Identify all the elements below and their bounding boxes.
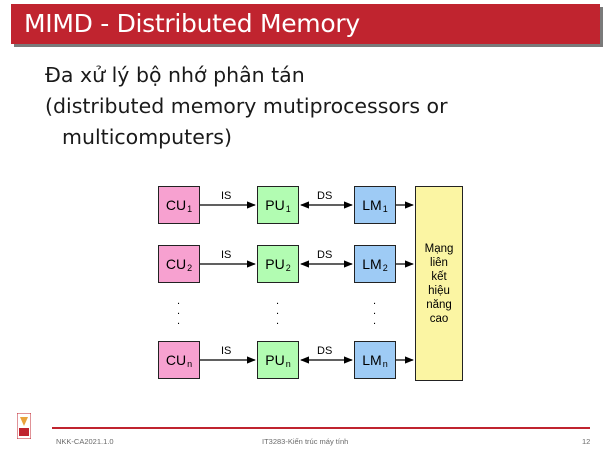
is-label-n: IS — [221, 345, 232, 357]
body-line-vietnamese: Đa xử lý bộ nhớ phân tán — [45, 63, 305, 87]
ds-label-2: DS — [317, 249, 333, 261]
is-label-2: IS — [221, 249, 232, 261]
footer-page-number: 12 — [582, 437, 591, 446]
interconnection-network-box: Mạng liên kết hiệu năng cao — [415, 186, 463, 381]
network-label: Mạng liên kết hiệu năng cao — [424, 242, 454, 325]
footer-course-name: IT3283-Kiến trúc máy tính — [262, 437, 349, 446]
body-line-english-cont: multicomputers) — [62, 125, 232, 149]
ellipsis-pu: ... — [276, 295, 280, 327]
is-label-1: IS — [221, 190, 232, 202]
body-line-english: (distributed memory mutiprocessors or — [45, 94, 448, 118]
footer-divider — [52, 427, 590, 429]
university-logo-icon — [17, 413, 31, 439]
slide-title: MIMD - Distributed Memory — [24, 9, 360, 38]
footer-course-code: NKK-CA2021.1.0 — [56, 437, 114, 446]
ds-label-1: DS — [317, 190, 333, 202]
ellipsis-lm: ... — [373, 295, 377, 327]
ds-label-n: DS — [317, 345, 333, 357]
ellipsis-cu: ... — [177, 295, 181, 327]
title-bar: MIMD - Distributed Memory — [11, 4, 600, 44]
